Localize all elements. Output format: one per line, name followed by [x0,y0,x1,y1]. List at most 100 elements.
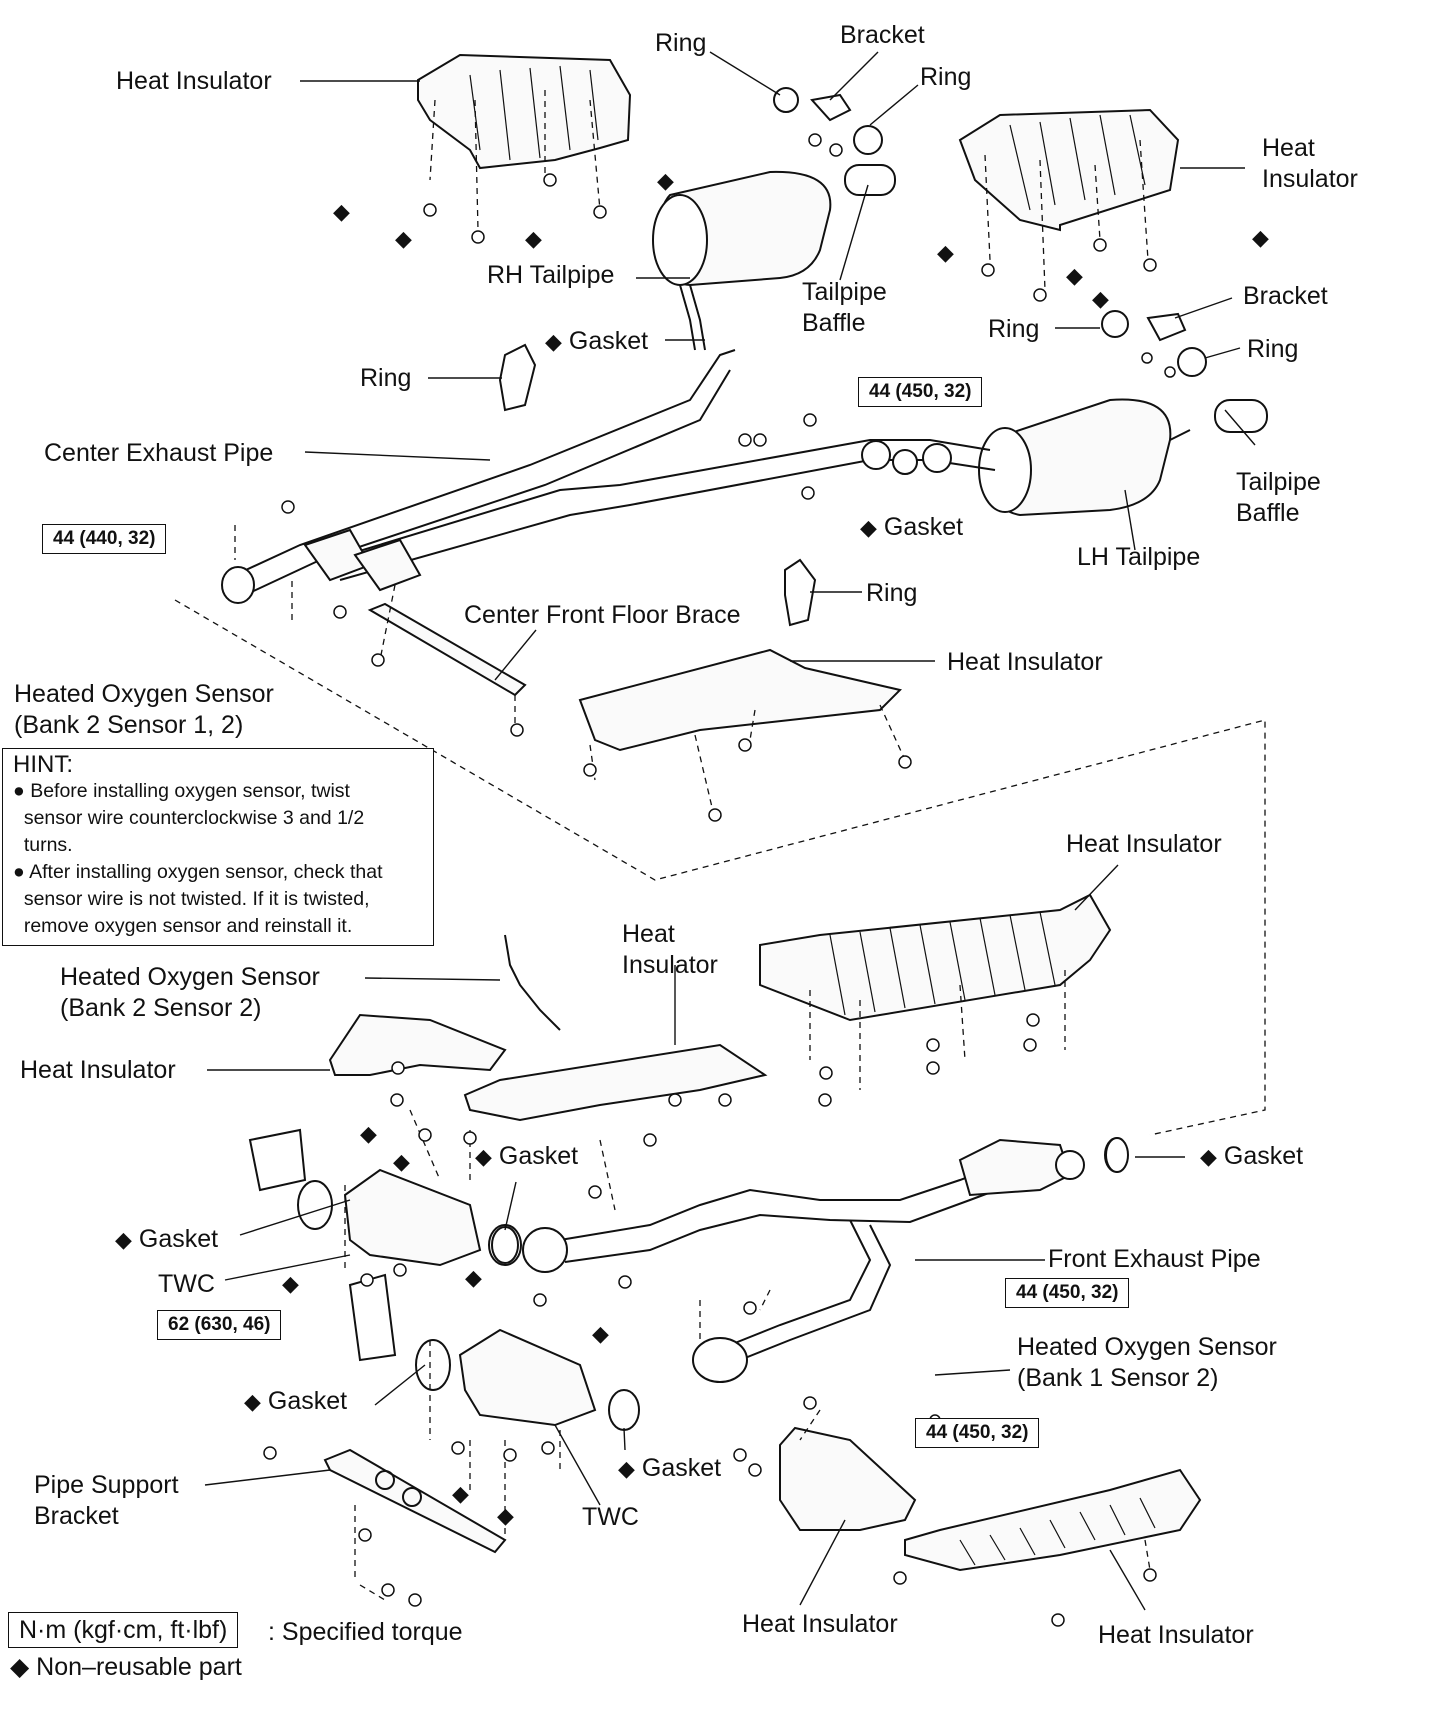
label-ring-top2: Ring [920,63,972,91]
nonreusable-mark: ◆ [618,1456,635,1481]
hint-line: turns. [13,834,73,856]
label-heated-o2-bank1-s2-2: (Bank 1 Sensor 2) [1017,1364,1219,1392]
twc-lower [458,1328,597,1427]
label-heat-insulator-bottom1: Heat Insulator [742,1610,898,1638]
label-gasket-right-text: Gasket [1223,1142,1304,1170]
nonreusable-mark: ◆ [395,226,412,251]
label-gasket-lower: ◆ Gasket [618,1453,721,1484]
label-gasket-right: ◆ Gasket [1200,1141,1303,1172]
nonreusable-mark: ◆ [393,1149,410,1174]
label-ring-right2: Ring [1247,335,1299,363]
label-heated-o2-bank1-s2-1: Heated Oxygen Sensor [1017,1333,1277,1361]
torque-spec: 44 (450, 32) [858,377,983,407]
label-ring-middle: Ring [866,579,918,607]
label-heat-insulator-center-2: Insulator [622,951,718,979]
legend-torque-desc: : Specified torque [268,1618,463,1646]
torque-spec: 44 (450, 32) [915,1418,1040,1448]
nonreusable-mark: ◆ [360,1121,377,1146]
label-gasket-middle-text: Gasket [883,513,964,541]
legend-nonreusable: ◆ Non–reusable part [10,1653,242,1681]
legend-torque-unit: N·m (kgf·cm, ft·lbf) [8,1612,239,1648]
nonreusable-mark: ◆ [452,1481,469,1506]
heat-insulator-bottom-right [904,1468,1202,1572]
nonreusable-mark: ◆ [545,329,562,354]
nonreusable-mark: ◆ [497,1503,514,1528]
nonreusable-mark: ◆ [937,240,954,265]
nonreusable-mark: ◆ [475,1144,492,1169]
nonreusable-mark: ◆ [115,1227,132,1252]
label-gasket-upper-text: Gasket [568,327,649,355]
label-heat-insulator-top-right-1: Heat [1262,134,1315,162]
nonreusable-mark: ◆ [1200,1144,1217,1169]
label-bracket-right: Bracket [1243,282,1328,310]
nonreusable-mark: ◆ [282,1271,299,1296]
nonreusable-mark: ◆ [465,1265,482,1290]
label-bracket-top: Bracket [840,21,925,49]
label-gasket-center-text: Gasket [498,1142,579,1170]
label-heated-o2-bank2-s12-2: (Bank 2 Sensor 1, 2) [14,711,244,739]
label-heated-o2-bank2-s2-2: (Bank 2 Sensor 2) [60,994,262,1022]
nonreusable-mark: ◆ [1066,263,1083,288]
heat-insulator-top-right [958,108,1180,232]
label-gasket-left: ◆ Gasket [115,1224,218,1255]
hint-title: HINT: [13,751,73,778]
torque-spec: 62 (630, 46) [157,1310,282,1340]
torque-spec: 44 (450, 32) [1005,1278,1130,1308]
label-pipe-support-bracket-2: Bracket [34,1502,119,1530]
nonreusable-mark: ◆ [1092,286,1109,311]
label-gasket-center: ◆ Gasket [475,1141,578,1172]
label-heated-o2-bank2-s2-1: Heated Oxygen Sensor [60,963,320,991]
label-gasket-left-text: Gasket [138,1225,219,1253]
heat-insulator-top-left [417,53,632,170]
label-front-exhaust-pipe: Front Exhaust Pipe [1048,1245,1261,1273]
label-heat-insulator-center-1: Heat [622,920,675,948]
label-gasket-lower-left: ◆ Gasket [244,1386,347,1417]
label-heat-insulator-left: Heat Insulator [20,1056,176,1084]
label-ring-top: Ring [655,29,707,57]
label-lh-tailpipe: LH Tailpipe [1077,543,1201,571]
center-exhaust-pipe [234,349,736,596]
nonreusable-mark: ◆ [860,515,877,540]
label-gasket-lower-left-text: Gasket [267,1387,348,1415]
nonreusable-mark: ◆ [592,1321,609,1346]
label-heat-insulator-big: Heat Insulator [1066,830,1222,858]
label-twc-lower: TWC [582,1503,639,1531]
label-heat-insulator-top-left: Heat Insulator [116,67,272,95]
label-tailpipe-baffle-top-1: Tailpipe [802,278,887,306]
heat-insulator-middle [578,648,902,752]
label-heat-insulator-bottom2: Heat Insulator [1098,1621,1254,1649]
label-rh-tailpipe: RH Tailpipe [487,261,615,289]
label-heat-insulator-middle: Heat Insulator [947,648,1103,676]
label-twc-upper: TWC [158,1270,215,1298]
pipe-support-bracket [323,1448,507,1554]
oxygen-sensor-bank2 [504,934,561,1031]
torque-spec: 44 (440, 32) [42,524,167,554]
label-gasket-lower-text: Gasket [641,1454,722,1482]
label-ring-right1: Ring [988,315,1040,343]
label-ring-left: Ring [360,364,412,392]
label-heat-insulator-top-right-2: Insulator [1262,165,1358,193]
label-center-exhaust-pipe: Center Exhaust Pipe [44,439,274,467]
front-exhaust-pipe [559,1149,1051,1263]
hint-box: HINT: ● Before installing oxygen sensor,… [2,748,434,946]
heat-insulator-left [328,1013,507,1076]
label-tailpipe-baffle-top-2: Baffle [802,309,866,337]
hint-line: ● Before installing oxygen sensor, twist [13,780,350,802]
nonreusable-mark: ◆ [657,168,674,193]
label-center-front-floor-brace: Center Front Floor Brace [464,601,741,629]
nonreusable-mark: ◆ [525,226,542,251]
nonreusable-mark: ◆ [333,199,350,224]
hint-line: ● After installing oxygen sensor, check … [13,861,383,883]
label-gasket-middle: ◆ Gasket [860,512,963,543]
heat-insulator-center [463,1043,768,1122]
label-tailpipe-baffle-right-1: Tailpipe [1236,468,1321,496]
label-pipe-support-bracket-1: Pipe Support [34,1471,179,1499]
center-front-floor-brace [367,602,527,697]
nonreusable-mark: ◆ [1252,225,1269,250]
label-gasket-upper: ◆ Gasket [545,326,648,357]
label-tailpipe-baffle-right-2: Baffle [1236,499,1300,527]
hint-line: sensor wire is not twisted. If it is twi… [13,888,370,910]
heat-insulator-bottom-left [779,1426,917,1531]
twc-upper [343,1168,482,1267]
